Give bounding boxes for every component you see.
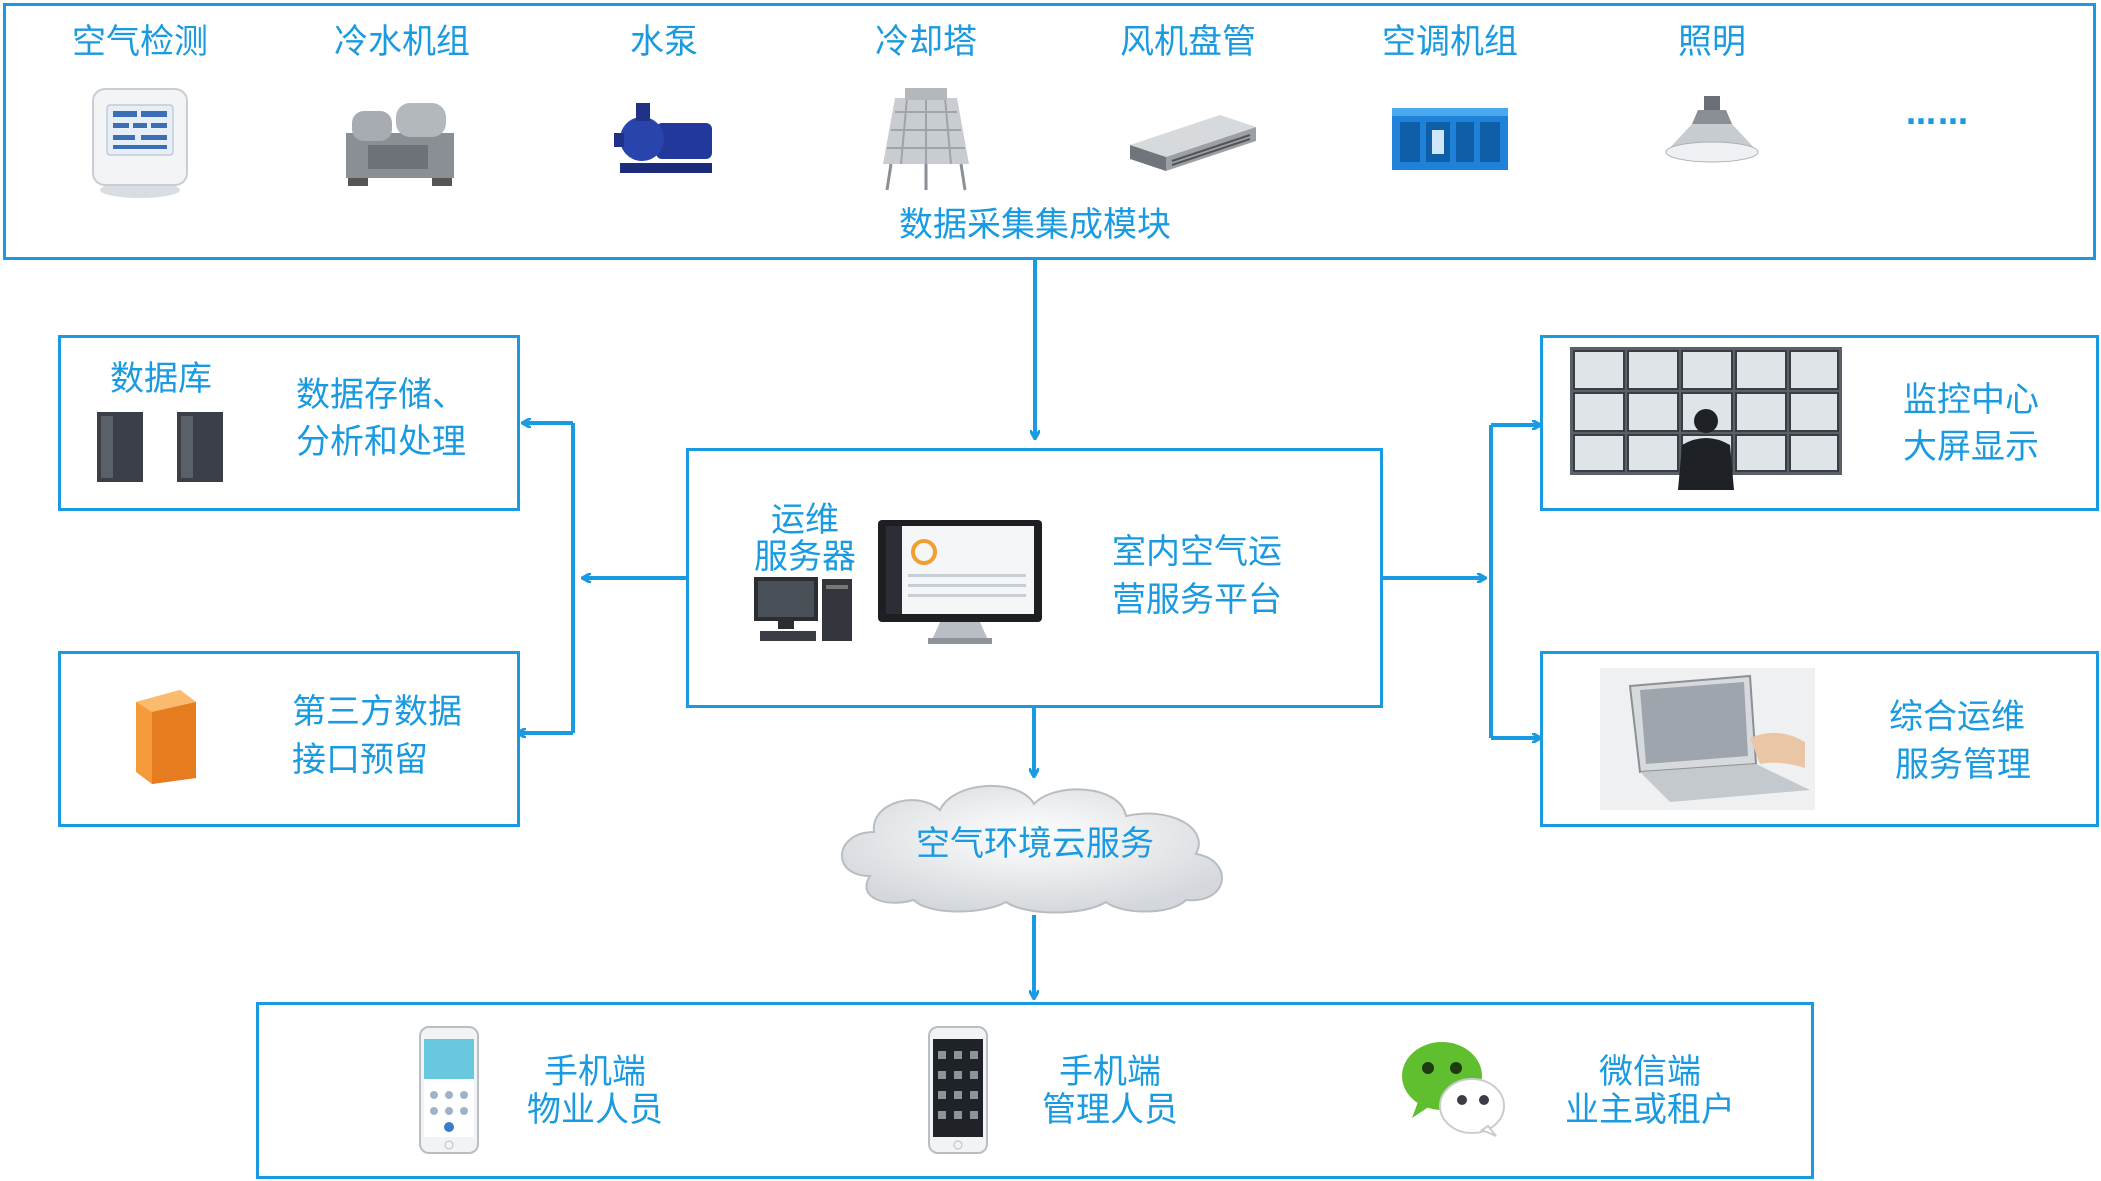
database-server-icon — [97, 412, 223, 482]
clients-box — [256, 1002, 1814, 1179]
ops-line1: 综合运维 — [1889, 697, 2025, 737]
device-label-fan-coil: 风机盘管 — [1120, 22, 1256, 62]
client-2-line1: 手机端 — [1059, 1052, 1161, 1092]
platform-monitor-icon — [878, 520, 1042, 644]
platform-line1: 室内空气运 — [1112, 532, 1282, 572]
cooling-tower-icon — [883, 88, 969, 191]
ops-line2: 服务管理 — [1895, 745, 2031, 785]
device-label-water-pump: 水泵 — [630, 22, 698, 62]
fan-coil-icon — [1130, 115, 1256, 171]
third-party-line1: 第三方数据 — [292, 692, 462, 732]
client-1-line2: 物业人员 — [527, 1090, 663, 1130]
device-label-air-handling-unit: 空调机组 — [1382, 22, 1518, 62]
data-collection-panel — [3, 3, 2096, 260]
air-monitor-icon — [92, 88, 188, 198]
database-desc-line2: 分析和处理 — [296, 422, 466, 462]
platform-line2: 营服务平台 — [1112, 580, 1282, 620]
cloud-icon — [841, 785, 1223, 914]
client-2-line2: 管理人员 — [1042, 1090, 1178, 1130]
database-desc-line1: 数据存储、 — [296, 375, 466, 415]
more-devices-ellipsis: …… — [1906, 97, 1970, 132]
laptop-icon — [1600, 668, 1815, 810]
chiller-icon — [346, 103, 454, 186]
phone-icon — [419, 1026, 479, 1154]
cloud-service-label: 空气环境云服务 — [916, 824, 1154, 864]
third-party-interface-box — [58, 651, 520, 827]
device-label-chiller: 冷水机组 — [334, 22, 470, 62]
air-handling-unit-icon — [1392, 108, 1508, 170]
water-pump-icon — [614, 103, 712, 173]
client-1-line1: 手机端 — [544, 1052, 646, 1092]
data-collection-caption: 数据采集集成模块 — [899, 205, 1171, 245]
device-label-air-detection: 空气检测 — [72, 22, 208, 62]
monitoring-line2: 大屏显示 — [1903, 427, 2039, 467]
device-label-lighting: 照明 — [1678, 22, 1746, 62]
desktop-server-icon — [754, 577, 852, 641]
phone-dark-icon — [928, 1026, 988, 1154]
video-wall-icon — [1570, 347, 1842, 490]
ops-server-line1: 运维 — [771, 500, 839, 540]
monitoring-line1: 监控中心 — [1903, 380, 2039, 420]
third-party-line2: 接口预留 — [292, 740, 428, 780]
database-title: 数据库 — [110, 359, 212, 399]
data-interface-icon — [136, 690, 196, 784]
client-3-line1: 微信端 — [1599, 1052, 1701, 1092]
client-3-line2: 业主或租户 — [1565, 1090, 1735, 1130]
light-fixture-icon — [1665, 96, 1759, 163]
ops-server-line2: 服务器 — [754, 537, 856, 577]
wechat-icon — [1402, 1042, 1505, 1137]
device-label-cooling-tower: 冷却塔 — [875, 22, 977, 62]
